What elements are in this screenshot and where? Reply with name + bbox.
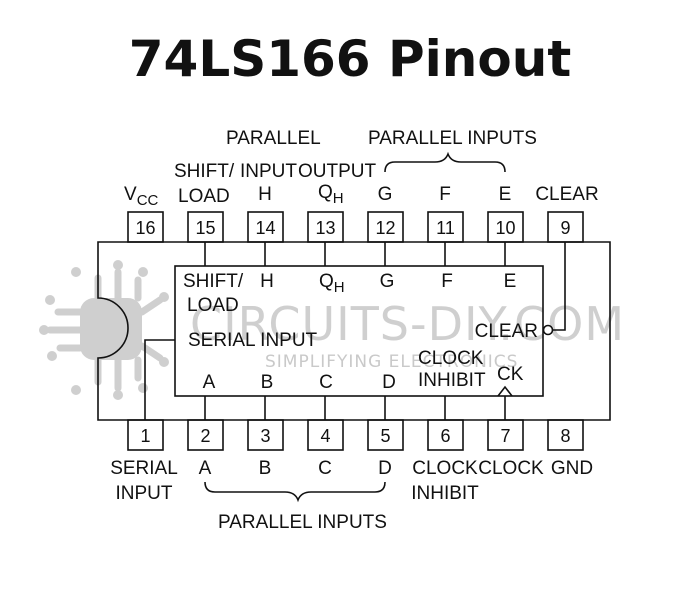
pin-number-8: 8	[560, 426, 570, 446]
pin15-label-line2: LOAD	[178, 186, 230, 207]
pin-number-11: 11	[436, 218, 455, 238]
pin12-label: G	[378, 184, 393, 205]
pin-number-9: 9	[560, 218, 570, 238]
inner-b-label: B	[261, 372, 274, 393]
brace-parallel-inputs-bottom	[204, 481, 386, 503]
label-parallel: PARALLEL	[226, 128, 321, 149]
pin15-label-line1: SHIFT/	[174, 161, 235, 182]
inner-load-label: LOAD	[187, 295, 239, 316]
watermark-tagline: SIMPLIFYING ELECTRONICS	[265, 352, 518, 372]
brace-parallel-inputs-top	[384, 151, 506, 173]
clear-wire	[552, 242, 566, 331]
pin-number-5: 5	[380, 426, 390, 446]
inner-h-label: H	[260, 271, 274, 292]
pin-number-4: 4	[320, 426, 330, 446]
pin4-label: C	[318, 458, 332, 479]
pin14-label: H	[258, 184, 272, 205]
clear-inversion-bubble	[542, 324, 554, 336]
pin8-label: GND	[551, 458, 593, 479]
inner-serial-input-label: SERIAL INPUT	[188, 330, 318, 351]
inner-f-label: F	[441, 271, 453, 292]
label-parallel-inputs-top: PARALLEL INPUTS	[368, 128, 537, 149]
pin5-label: D	[378, 458, 392, 479]
label-parallel-inputs-bottom: PARALLEL INPUTS	[218, 512, 387, 533]
watermark-logo-icon	[39, 260, 169, 400]
pin10-label: E	[499, 184, 512, 205]
pin3-label: B	[259, 458, 272, 479]
clock-edge-marker	[497, 385, 513, 397]
inner-qh-label: QH	[319, 271, 345, 296]
pin9-label: CLEAR	[535, 184, 598, 205]
chip-body	[97, 241, 611, 421]
pin-number-12: 12	[375, 218, 395, 238]
pin6-label-line2: INHIBIT	[411, 483, 479, 504]
pin-number-13: 13	[315, 218, 335, 238]
inner-ck-label: CK	[497, 364, 524, 385]
inner-clear-label: CLEAR	[475, 321, 538, 342]
inner-c-label: C	[319, 372, 333, 393]
inner-e-label: E	[504, 271, 517, 292]
pin6-label-line1: CLOCK	[412, 458, 478, 479]
inner-clock-label: CLOCK	[418, 348, 484, 369]
pin-number-15: 15	[195, 218, 215, 238]
pin1-label-line2: INPUT	[116, 483, 173, 504]
pin16-label: VCC	[124, 184, 159, 209]
pin-number-7: 7	[500, 426, 510, 446]
inner-shift-label: SHIFT/	[183, 271, 244, 292]
inner-inhibit-label: INHIBIT	[418, 370, 486, 391]
label-output: OUTPUT	[298, 161, 377, 182]
pin-number-6: 6	[440, 426, 450, 446]
pin2-label: A	[199, 458, 212, 479]
pin-box-8	[547, 419, 584, 451]
pin-number-14: 14	[255, 218, 275, 238]
pin-number-16: 16	[135, 218, 155, 238]
inner-a-label: A	[203, 372, 216, 393]
serial-input-wire	[144, 339, 175, 420]
pin7-label: CLOCK	[478, 458, 544, 479]
pin-number-10: 10	[495, 218, 515, 238]
inner-d-label: D	[382, 372, 396, 393]
inner-g-label: G	[380, 271, 395, 292]
pin-number-1: 1	[140, 426, 150, 446]
pin-number-3: 3	[260, 426, 270, 446]
pin-box-16	[127, 211, 164, 243]
pin-number-2: 2	[200, 426, 210, 446]
page-title: 74LS166 Pinout	[128, 30, 572, 88]
pin13-label: QH	[318, 182, 344, 207]
pin11-label: F	[439, 184, 451, 205]
label-input: INPUT	[240, 161, 297, 182]
watermark-brand: CIRCUITS-DIY.COM	[190, 297, 625, 351]
pin1-label-line1: SERIAL	[110, 458, 178, 479]
